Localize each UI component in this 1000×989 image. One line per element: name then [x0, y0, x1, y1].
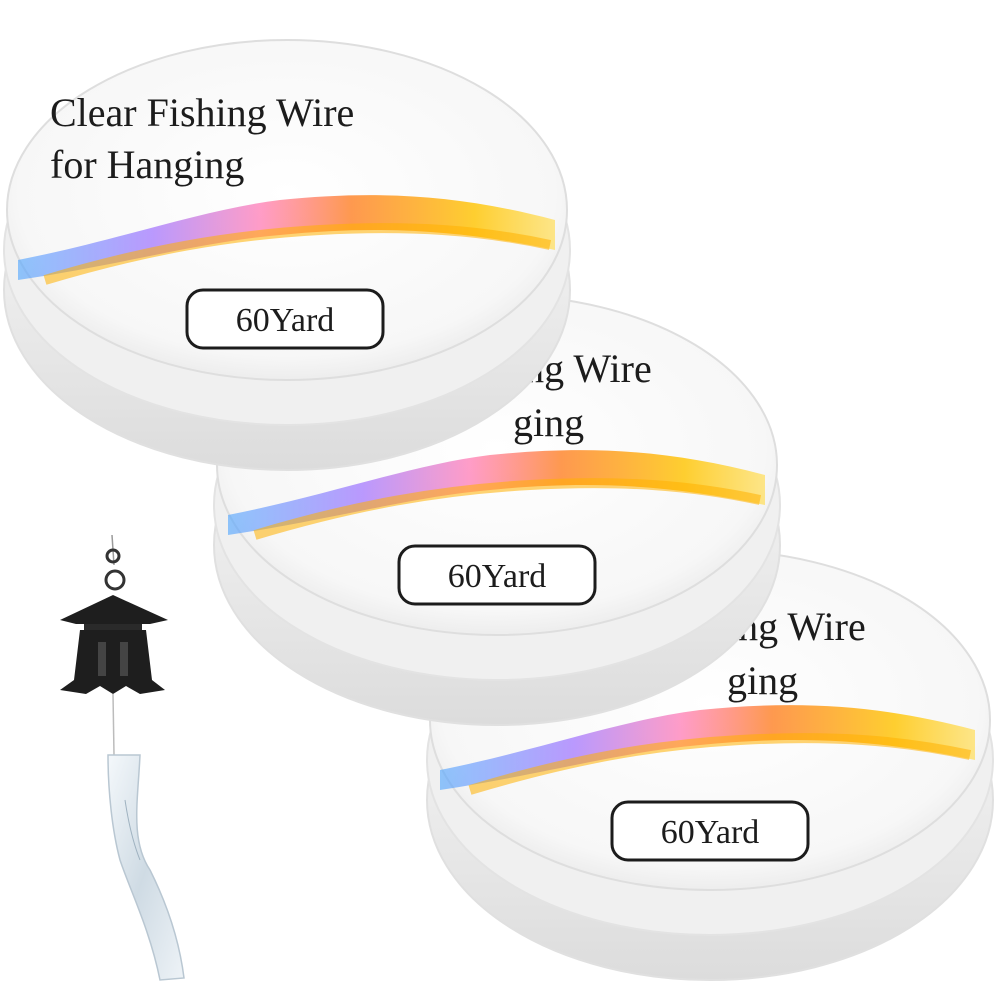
spool-2-label-line2: ging	[513, 400, 584, 445]
spool-3-length-badge	[610, 800, 810, 862]
spool-1-length-badge	[185, 288, 385, 350]
spool-1-label-line1: Clear Fishing Wire	[50, 90, 354, 135]
spool-2-length-text: 60Yard	[448, 558, 547, 595]
spool-1: Clear Fishing Wire for Hanging 60Yard	[3, 39, 571, 471]
spool-3-label-line2: ging	[727, 658, 798, 703]
spool-3-length-text: 60Yard	[661, 814, 760, 851]
wind-chime-icon	[60, 534, 185, 981]
spool-2-length-badge	[397, 544, 597, 606]
spool-1-length-text: 60Yard	[236, 302, 335, 339]
spool-1-label-line2: for Hanging	[50, 142, 244, 187]
